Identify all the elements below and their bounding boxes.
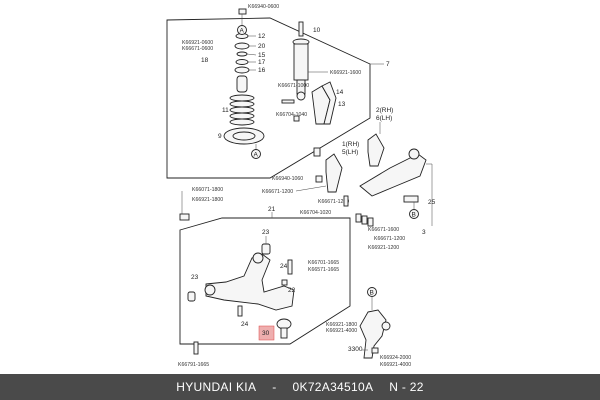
code-label: K66671-1200 bbox=[262, 189, 293, 195]
callout-number: 2(RH) bbox=[376, 107, 393, 114]
callout-number: 15 bbox=[258, 52, 266, 59]
code-label: K66921-1800 bbox=[326, 322, 357, 328]
callout-number: 9 bbox=[218, 133, 222, 140]
callout-number: 3 bbox=[422, 229, 426, 236]
callout-number: 21 bbox=[268, 206, 276, 213]
washer bbox=[367, 217, 374, 227]
brand-label: HYUNDAI KIA bbox=[176, 380, 257, 394]
ref-marker-a bbox=[251, 149, 261, 159]
bushing bbox=[234, 42, 250, 50]
upper-arm-bracket-lh bbox=[325, 153, 343, 193]
code-label: K66704-1040 bbox=[276, 112, 307, 118]
code-label: K66940-0600 bbox=[248, 4, 279, 10]
code-label: K66704-1020 bbox=[300, 210, 331, 216]
shock-bracket bbox=[311, 81, 337, 125]
top-nut bbox=[238, 8, 247, 15]
callout-number: A bbox=[254, 152, 259, 159]
callout-number: 7 bbox=[386, 61, 390, 68]
callout-number: 16 bbox=[258, 67, 266, 74]
ball-joint bbox=[276, 318, 292, 339]
callout-number: 3300 bbox=[348, 346, 363, 353]
callout-number: 6(LH) bbox=[376, 115, 392, 122]
separator: - bbox=[272, 380, 277, 394]
code-label: K66791-1665 bbox=[178, 362, 209, 368]
code-label: K66671-1200 bbox=[318, 199, 349, 205]
nut bbox=[293, 115, 300, 122]
nut bbox=[371, 347, 379, 354]
code-label: K66921-4000 bbox=[326, 328, 357, 334]
callout-number: 13 bbox=[338, 101, 346, 108]
code-label: K66701-1665 bbox=[308, 260, 339, 266]
coil-spring bbox=[229, 94, 255, 126]
callout-number: 10 bbox=[313, 27, 321, 34]
code-label: K66921-1600 bbox=[330, 70, 361, 76]
code-label: K66924-2000 bbox=[380, 355, 411, 361]
strut-assembly-frame bbox=[166, 17, 371, 179]
nut bbox=[179, 213, 190, 221]
callout-number: B bbox=[370, 290, 374, 297]
callout-number: 20 bbox=[258, 43, 266, 50]
bushing bbox=[187, 291, 196, 302]
code-label: K66921-0600 bbox=[182, 40, 213, 46]
code-label: K66071-1800 bbox=[192, 187, 223, 193]
code-label: K66940-1060 bbox=[272, 176, 303, 182]
washer bbox=[355, 213, 362, 223]
bushing bbox=[234, 66, 250, 74]
parts-diagram: K66940-0600 12 20 15 17 16 18 K66921-060… bbox=[166, 4, 436, 368]
highlighted-part-number: 30 bbox=[262, 330, 270, 337]
nut bbox=[315, 175, 323, 183]
code-label: K66921-4000 bbox=[380, 362, 411, 368]
shock-absorber bbox=[292, 21, 310, 101]
bolt bbox=[287, 259, 293, 275]
upper-arm-bracket-rh bbox=[367, 133, 385, 167]
lower-arm-frame bbox=[179, 217, 351, 345]
callout-number: 14 bbox=[336, 89, 344, 96]
code-label: K66921-1800 bbox=[192, 197, 223, 203]
lower-control-arm bbox=[204, 252, 295, 311]
washer bbox=[235, 59, 249, 65]
bushing bbox=[261, 243, 271, 255]
code-label: K66671-1200 bbox=[374, 236, 405, 242]
page-reference: N - 22 bbox=[389, 380, 424, 394]
code-label: K66921-1200 bbox=[368, 245, 399, 251]
callout-number: 1(RH) bbox=[342, 141, 359, 148]
callout-number: 22 bbox=[288, 287, 296, 294]
callout-number: A bbox=[240, 28, 245, 35]
callout-number: 5(LH) bbox=[342, 149, 358, 156]
highlighted-part-marker bbox=[258, 325, 275, 341]
upper-control-arm bbox=[359, 148, 427, 203]
part-number: 0K72A34510A bbox=[292, 380, 374, 394]
washer bbox=[361, 215, 368, 225]
callout-number: B bbox=[412, 212, 416, 219]
ref-marker-a bbox=[237, 25, 247, 35]
bolt bbox=[193, 341, 199, 355]
callout-number: 24 bbox=[241, 321, 249, 328]
callout-number: 17 bbox=[258, 59, 266, 66]
bolt bbox=[237, 305, 243, 317]
callout-number: 11 bbox=[222, 107, 229, 114]
ref-marker-b bbox=[409, 209, 419, 219]
washer bbox=[236, 51, 248, 57]
code-label: K66671-1000 bbox=[278, 83, 309, 89]
callout-number: 23 bbox=[191, 274, 199, 281]
code-label: K66571-1665 bbox=[308, 267, 339, 273]
bolt bbox=[281, 99, 295, 104]
callout-number: 25 bbox=[428, 199, 436, 206]
part-info-footer: HYUNDAI KIA - 0K72A34510A N - 22 bbox=[0, 374, 600, 400]
nut bbox=[281, 279, 288, 286]
code-label: K66671-0600 bbox=[182, 46, 213, 52]
bushing bbox=[313, 147, 321, 157]
callout-number: 18 bbox=[201, 57, 209, 64]
bolt bbox=[343, 195, 349, 207]
ref-marker-b bbox=[367, 287, 377, 297]
callout-number: 12 bbox=[258, 33, 266, 40]
callout-number: 23 bbox=[262, 229, 270, 236]
bump-stop bbox=[236, 75, 248, 93]
callout-number: 24 bbox=[280, 263, 288, 270]
code-label: K66671-1600 bbox=[368, 227, 399, 233]
